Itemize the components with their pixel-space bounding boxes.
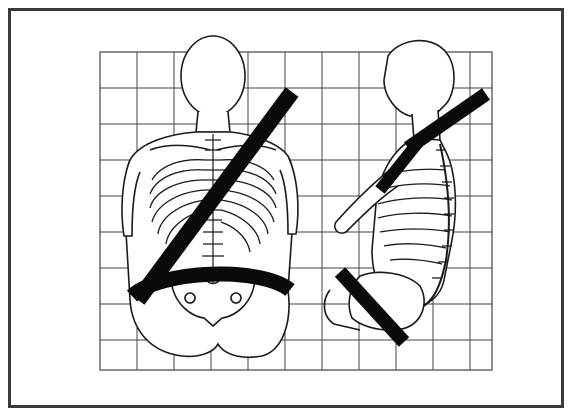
front-neck — [196, 112, 230, 132]
side-head — [384, 41, 454, 116]
front-head — [181, 36, 245, 116]
